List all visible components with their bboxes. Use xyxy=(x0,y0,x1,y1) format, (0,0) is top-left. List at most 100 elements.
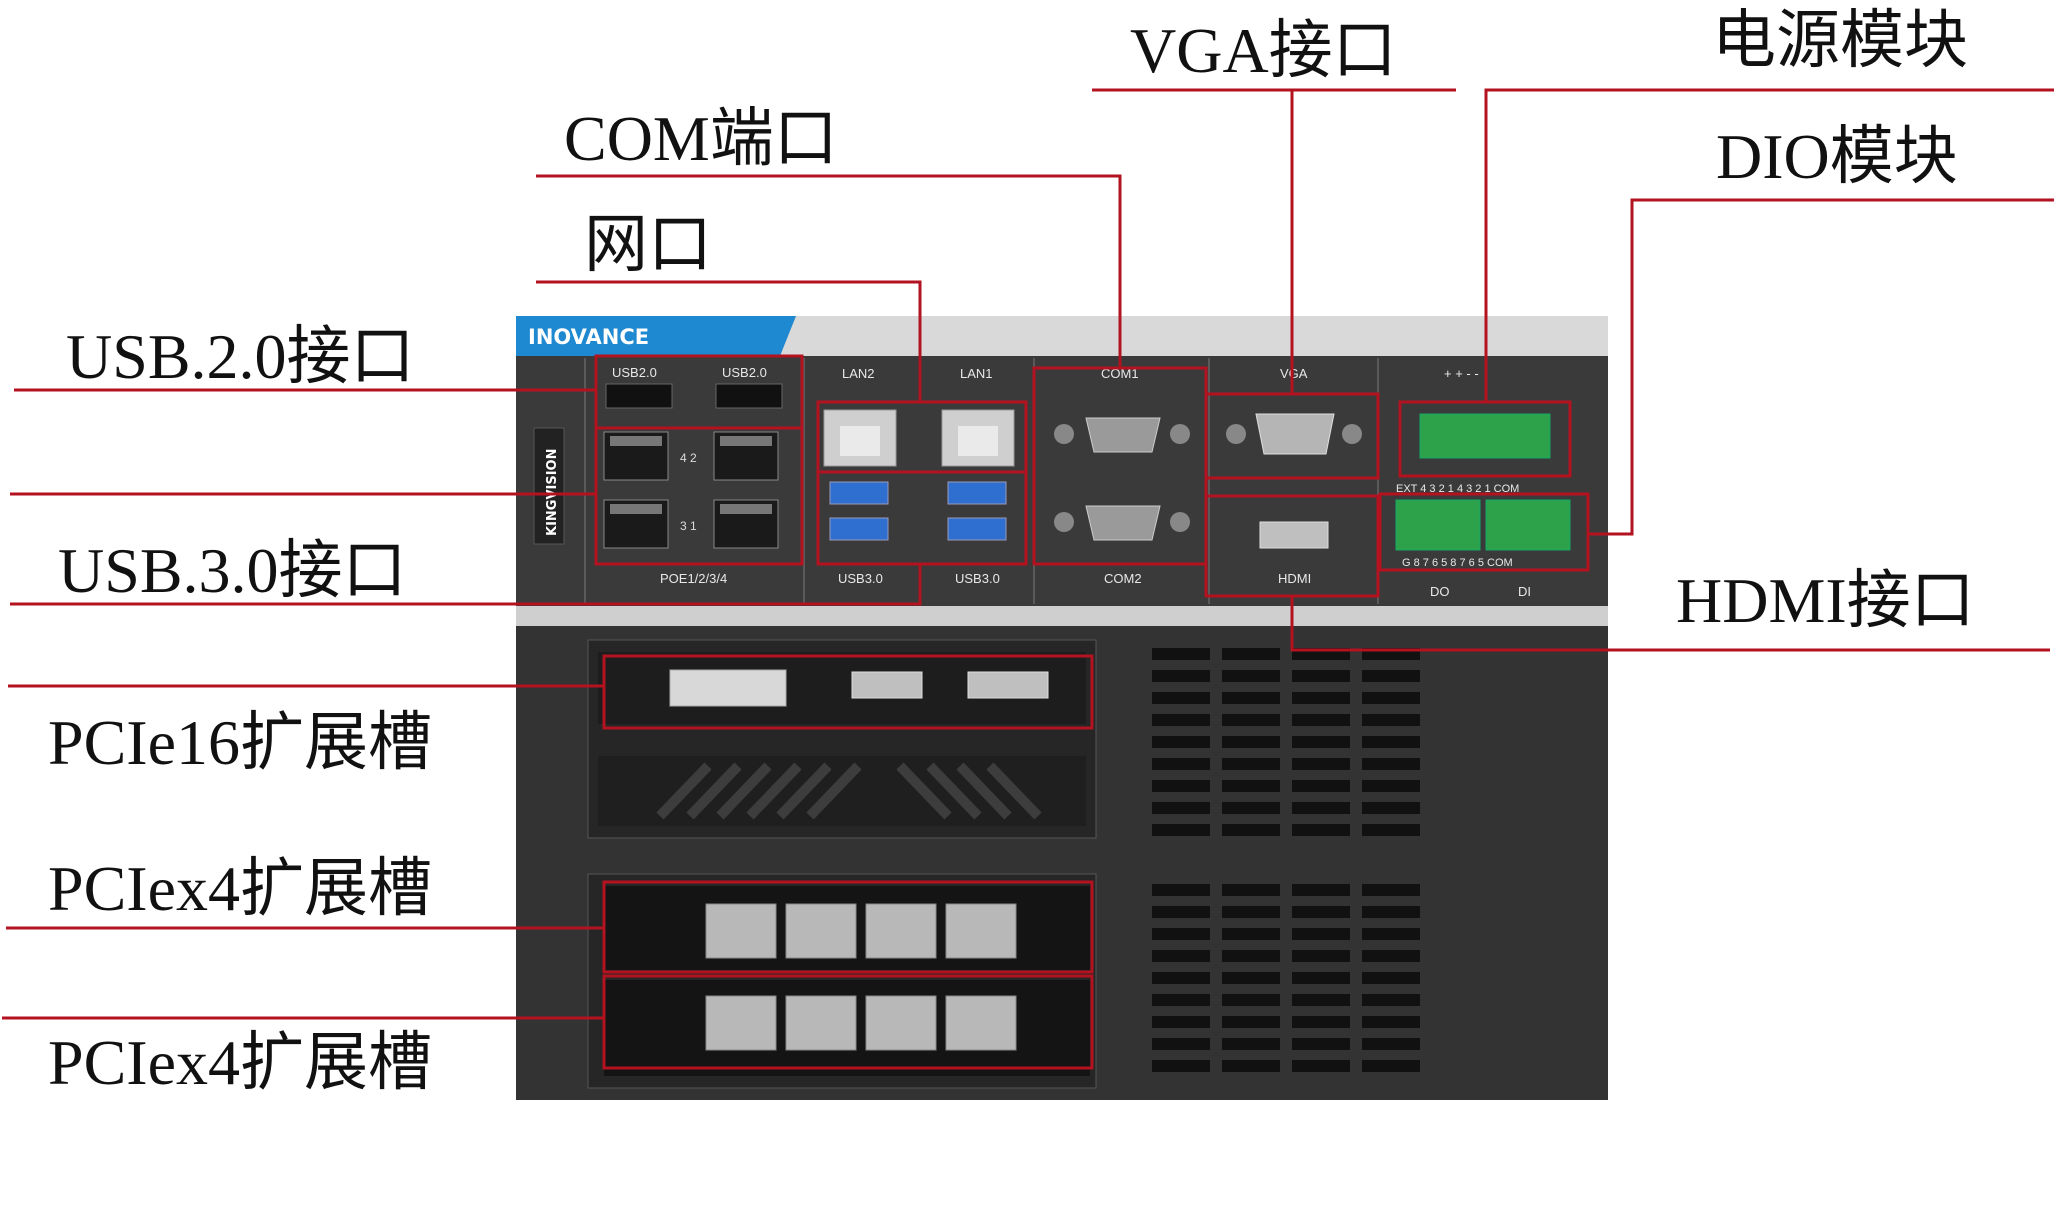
vent-slot xyxy=(1152,648,1210,660)
vent-slot xyxy=(1222,994,1280,1006)
vent-slot xyxy=(1362,692,1420,704)
vent-slot xyxy=(1292,884,1350,896)
power-terminal[interactable] xyxy=(1419,413,1551,459)
usb3-a-label: USB3.0 xyxy=(838,571,883,586)
poe-label: POE1/2/3/4 xyxy=(660,571,727,586)
brand-name: INOVANCE xyxy=(528,325,649,349)
vent-slot xyxy=(1222,802,1280,814)
usb2-port-a[interactable] xyxy=(605,383,673,409)
vent-slot xyxy=(1152,780,1210,792)
com1-screw-left-icon xyxy=(1054,424,1074,444)
vent-slot xyxy=(1152,884,1210,896)
highlight-usb3 xyxy=(816,470,1028,566)
vga-port[interactable] xyxy=(1255,413,1335,455)
callout-vga: VGA接口 xyxy=(1130,15,1397,86)
vent-slot xyxy=(1292,928,1350,940)
vent-slot xyxy=(1152,1060,1210,1072)
vent-slot xyxy=(1292,714,1350,726)
vent-slot xyxy=(1222,780,1280,792)
usb2-port-b[interactable] xyxy=(715,383,783,409)
vent-slot xyxy=(1292,950,1350,962)
vent-slot xyxy=(1222,1016,1280,1028)
vent-slot xyxy=(1152,802,1210,814)
poe-ports xyxy=(603,431,779,549)
vent-slot xyxy=(1222,736,1280,748)
callout-hdmi: HDMI接口 xyxy=(1676,565,1975,636)
usb3-port-a2[interactable] xyxy=(829,517,889,541)
pciex4-a-lan4[interactable] xyxy=(945,903,1017,959)
pciex4-a-lan1[interactable] xyxy=(705,903,777,959)
displayport[interactable] xyxy=(967,671,1049,699)
dio-bottom-label: G 8 7 6 5 8 7 6 5 COM xyxy=(1402,557,1513,569)
leader-com xyxy=(536,174,1122,368)
vent-slot xyxy=(1362,714,1420,726)
com2-port[interactable] xyxy=(1085,505,1161,541)
poe-tag-31: 3 1 xyxy=(680,519,697,533)
kingvision-logo: KINGVISION xyxy=(545,449,560,537)
pciex4-a-lan3[interactable] xyxy=(865,903,937,959)
vent-slot xyxy=(1362,1060,1420,1072)
vent-slot xyxy=(1222,692,1280,704)
vent-slot xyxy=(1292,692,1350,704)
com1-port[interactable] xyxy=(1085,417,1161,453)
pciex4-b-lan1[interactable] xyxy=(705,995,777,1051)
vent-slot xyxy=(1362,780,1420,792)
leader-dio xyxy=(1588,198,2054,536)
vent-slot xyxy=(1152,1016,1210,1028)
vent-slot xyxy=(1152,670,1210,682)
vent-slot xyxy=(1362,884,1420,896)
vent-slot xyxy=(1152,906,1210,918)
vent-slot xyxy=(1362,972,1420,984)
vent-slot xyxy=(1292,994,1350,1006)
hdmi-label: HDMI xyxy=(1278,571,1311,586)
vent-slot xyxy=(1222,670,1280,682)
side-vent-grille xyxy=(1152,648,1420,1072)
di-terminal[interactable] xyxy=(1485,499,1571,551)
pciex4-b-lan3[interactable] xyxy=(865,995,937,1051)
vent-slot xyxy=(1222,928,1280,940)
vent-slot xyxy=(1362,950,1420,962)
vent-slot xyxy=(1292,736,1350,748)
usb3-port-b2[interactable] xyxy=(947,517,1007,541)
callout-pcie16: PCIe16扩展槽 xyxy=(48,707,432,778)
leader-lan xyxy=(536,280,922,402)
vent-slot xyxy=(1292,1038,1350,1050)
brand-badge xyxy=(516,316,796,356)
pciex4-b-lan2[interactable] xyxy=(785,995,857,1051)
vent-slot xyxy=(1152,824,1210,836)
poe-tag-42: 4 2 xyxy=(680,451,697,465)
dvi-port[interactable] xyxy=(669,669,787,707)
vent-slot xyxy=(1292,758,1350,770)
vent-slot xyxy=(1222,950,1280,962)
vent-slot xyxy=(1152,1038,1210,1050)
vent-slot xyxy=(1362,824,1420,836)
leader-lines xyxy=(2,88,2054,1020)
hdmi-port[interactable] xyxy=(1259,521,1329,549)
power-polarity-label: + + - - xyxy=(1444,366,1479,381)
com1-screw-right-icon xyxy=(1170,424,1190,444)
vent-slot xyxy=(1222,758,1280,770)
callout-labels: USB.2.0接口 COM端口 网口 VGA接口 电源模块 DIO模块 USB.… xyxy=(48,5,1975,1098)
pciex4-b-lan4[interactable] xyxy=(945,995,1017,1051)
vent-slot xyxy=(1152,950,1210,962)
vent-slot xyxy=(1362,736,1420,748)
vent-slot xyxy=(1152,692,1210,704)
vent-slot xyxy=(1152,758,1210,770)
vent-slot xyxy=(1222,906,1280,918)
highlight-dio xyxy=(1378,492,1590,572)
vent-slot xyxy=(1152,994,1210,1006)
vent-slot xyxy=(1362,1016,1420,1028)
vent-slot xyxy=(1292,906,1350,918)
highlight-poe xyxy=(594,426,804,566)
pcie16-hdmi-port[interactable] xyxy=(851,671,923,699)
lan1-label: LAN1 xyxy=(960,366,993,381)
do-terminal[interactable] xyxy=(1395,499,1481,551)
leader-usb3 xyxy=(10,564,922,606)
usb3-port-b1[interactable] xyxy=(947,481,1007,505)
usb3-port-a1[interactable] xyxy=(829,481,889,505)
pciex4-a-lan2[interactable] xyxy=(785,903,857,959)
callout-dio: DIO模块 xyxy=(1716,121,1958,192)
com1-label: COM1 xyxy=(1101,366,1139,381)
vent-slot xyxy=(1292,670,1350,682)
vent-slot xyxy=(1222,884,1280,896)
